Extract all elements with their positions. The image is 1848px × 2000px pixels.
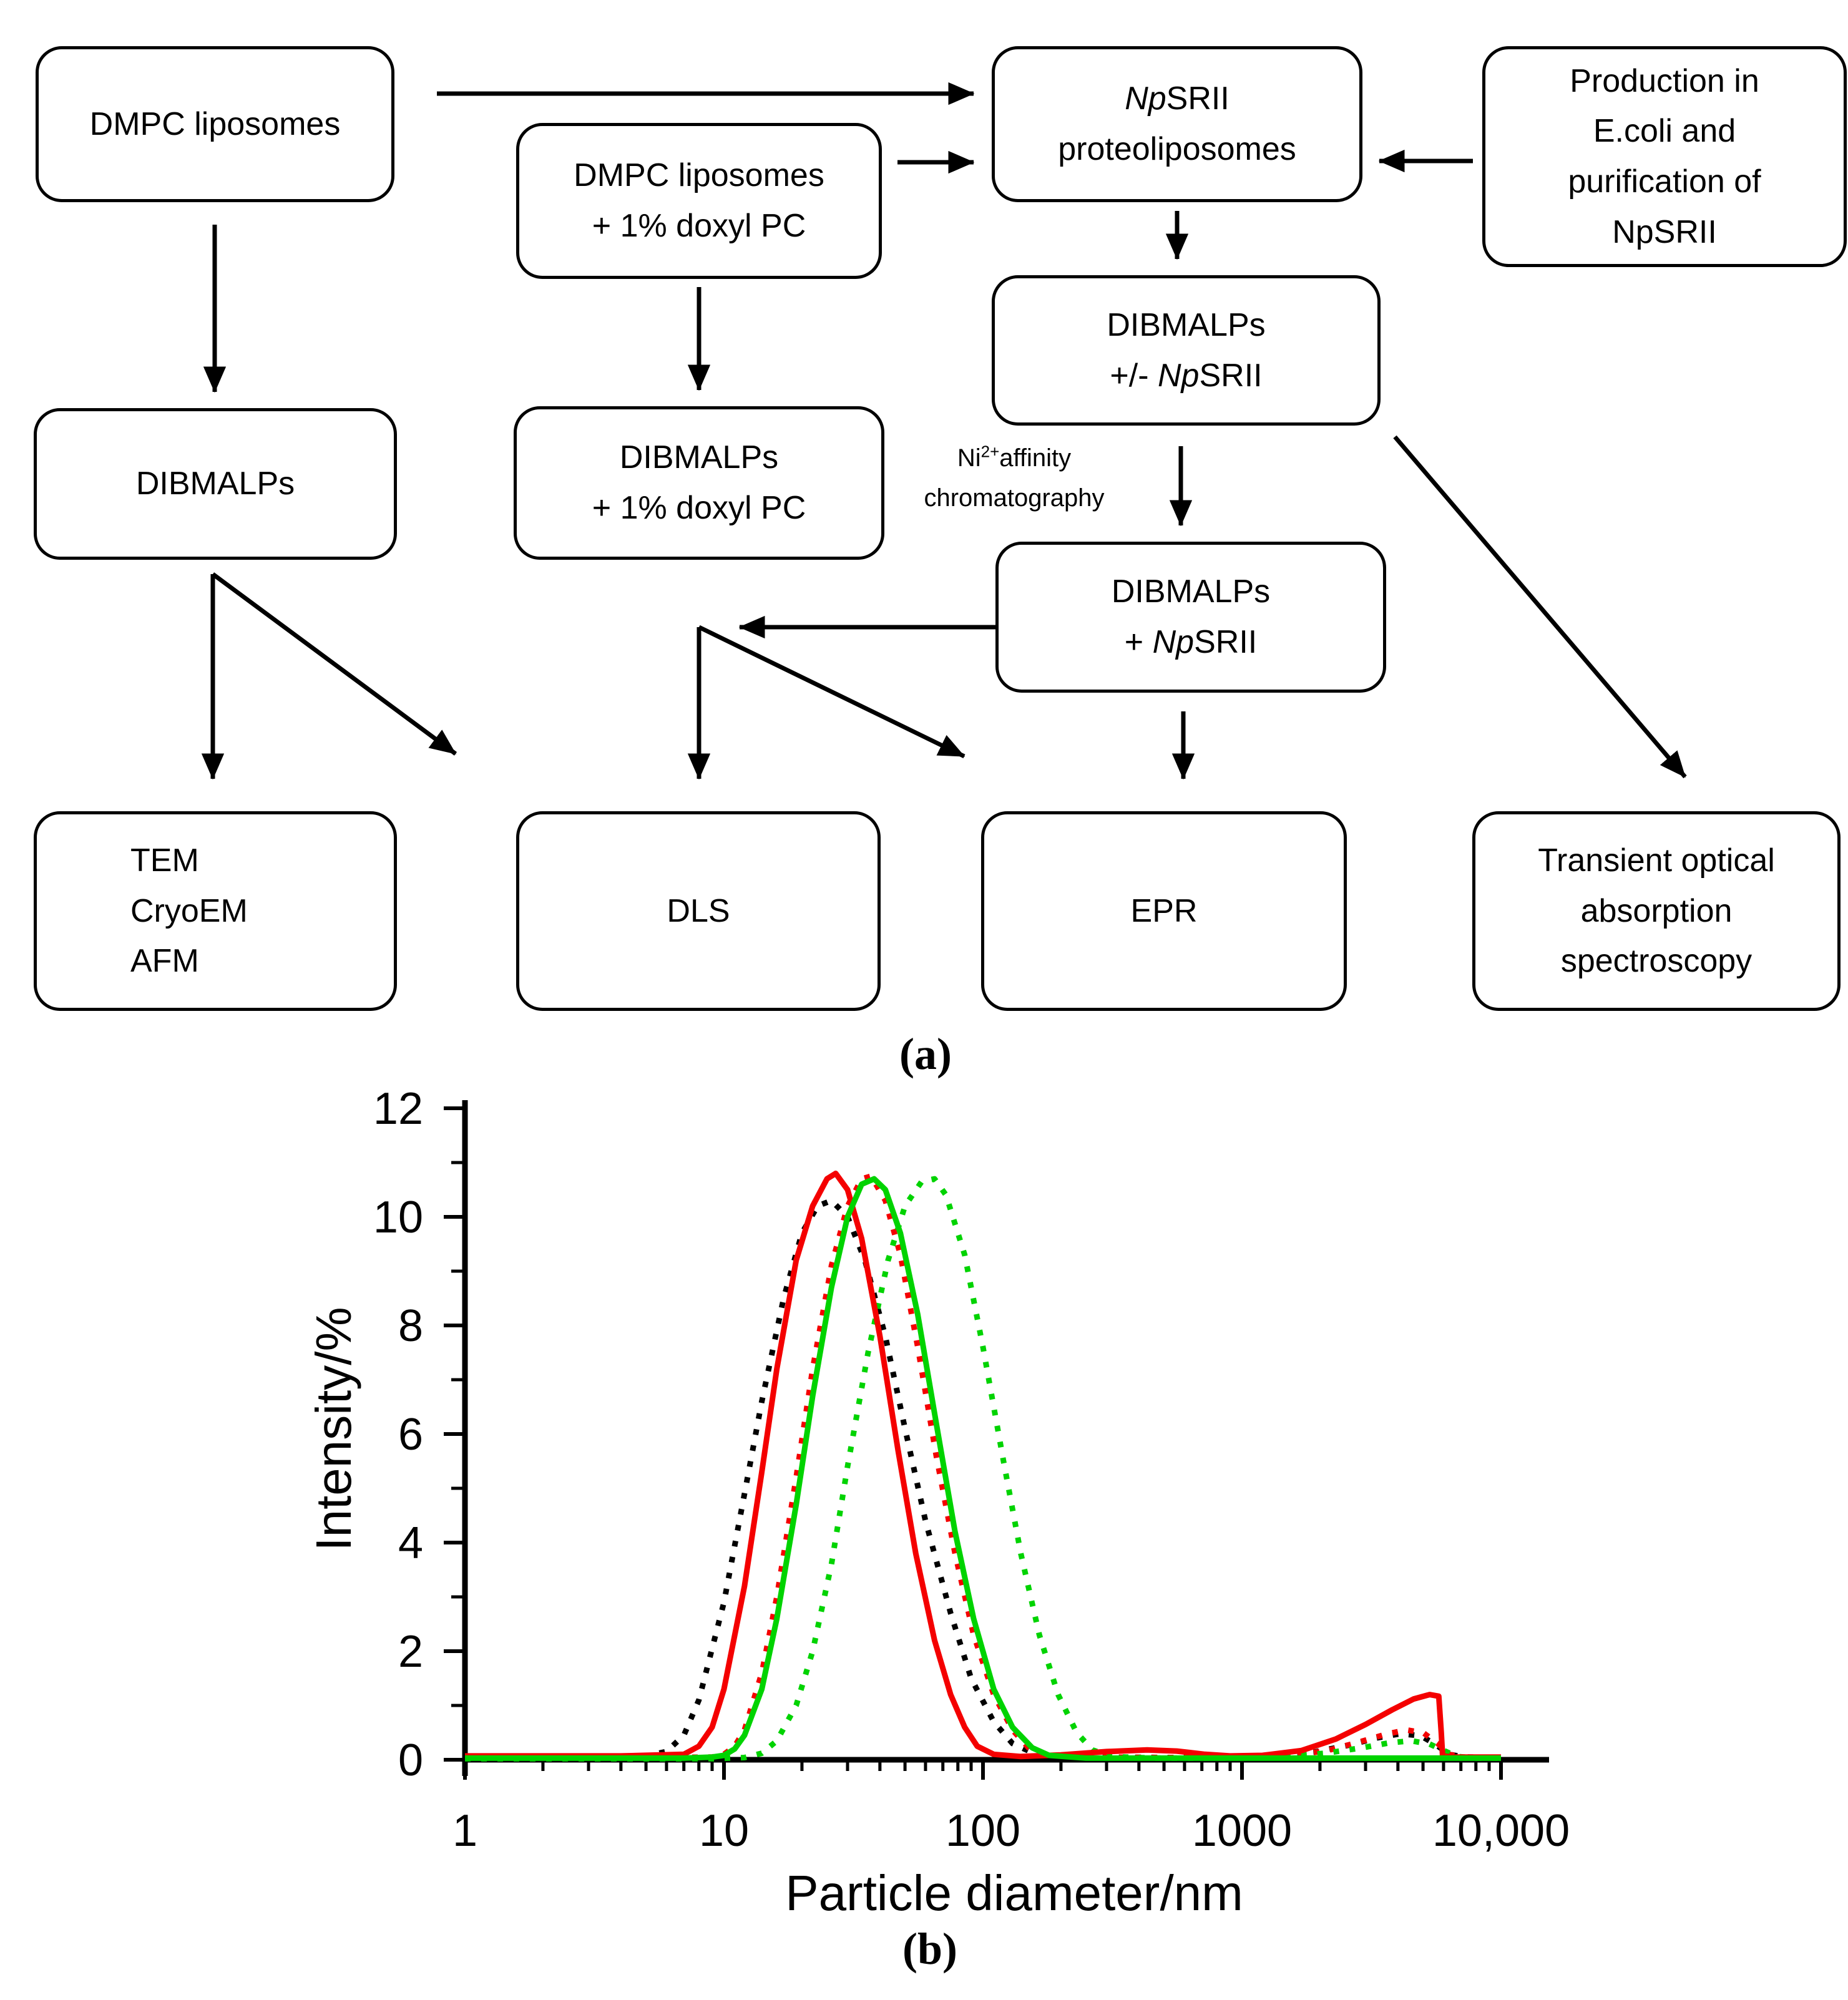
box-label-line: TEM [130, 842, 199, 879]
box-label-line: EPR [1130, 892, 1198, 929]
panel-a-label: (a) [899, 1029, 952, 1079]
box-dls: DLS [516, 811, 881, 1011]
y-tick-label: 10 [373, 1193, 423, 1242]
x-tick-label: 1 [452, 1806, 477, 1856]
box-tem-cryoem-afm: TEM CryoEM AFM [34, 811, 397, 1011]
box-label-line: DMPC liposomes [574, 157, 824, 194]
box-dmpc-liposomes: DMPC liposomes [36, 46, 394, 202]
chromatography-line: chromatography [924, 484, 1105, 512]
y-axis-title: Intensity/% [306, 1307, 361, 1551]
box-label-line: purification of [1568, 163, 1761, 200]
box-label-line: Transient optical [1538, 842, 1775, 879]
box-dibmalps-plus-npsrii: DIBMALPs + NpSRII [995, 542, 1386, 693]
y-tick-label: 6 [398, 1410, 423, 1460]
box-label-line: Production in [1570, 62, 1759, 99]
arrow-dibmalpspm-to-transient [1393, 435, 1687, 779]
box-production-purification: Production in E.coli and purification of Np… [1482, 46, 1847, 267]
y-tick-label: 0 [398, 1735, 423, 1785]
box-dibmalps-plus-minus-npsrii: DIBMALPs +/- NpSRII [992, 275, 1381, 426]
box-transient-optical: Transient optical absorption spectroscopy [1472, 811, 1841, 1011]
series-green-dashed [465, 1176, 1501, 1762]
y-tick-label: 4 [398, 1518, 423, 1568]
box-epr: EPR [981, 811, 1347, 1011]
box-label-line: proteoliposomes [1058, 131, 1296, 167]
series-red-solid [465, 1170, 1501, 1760]
box-label-line: + 1% doxyl PC [592, 490, 806, 526]
box-label-line: DLS [667, 892, 730, 929]
box-label-line: DIBMALPs [619, 439, 779, 476]
box-label-line: E.coli and [1593, 113, 1736, 150]
box-npsrii-proteoliposomes: NpSRII proteoliposomes [992, 46, 1362, 202]
ni-affinity-line: Ni2+affinity [957, 442, 1072, 472]
panel-b-label: (b) [902, 1924, 957, 1974]
arrow-dibmalps-to-dls [211, 572, 457, 756]
box-label-line: DIBMALPs [135, 466, 295, 502]
series-black-dashed [465, 1198, 1502, 1760]
box-label-line: + NpSRII [1124, 624, 1258, 660]
ni-affinity-chromatography-label: Ni2+affinity chromatography [861, 438, 1167, 518]
x-tick-label: 100 [946, 1806, 1020, 1856]
y-tick-label: 12 [373, 1084, 423, 1134]
box-dibmalps-doxyl: DIBMALPs + 1% doxyl PC [514, 406, 884, 560]
box-label-line: CryoEM [130, 892, 248, 929]
box-dibmalps: DIBMALPs [34, 408, 397, 560]
box-label-line: DIBMALPs [1107, 306, 1266, 343]
x-tick-label: 10,000 [1432, 1806, 1570, 1856]
box-label-line: NpSRII [1612, 213, 1717, 250]
y-tick-label: 8 [398, 1301, 423, 1351]
box-label-line: DIBMALPs [1111, 573, 1271, 610]
box-dmpc-liposomes-doxyl: DMPC liposomes + 1% doxyl PC [516, 123, 882, 279]
x-tick-label: 10 [699, 1806, 749, 1856]
series-red-dashed [465, 1173, 1501, 1760]
box-label-line: +/- NpSRII [1110, 357, 1263, 394]
series-green-solid [465, 1176, 1501, 1761]
box-label-line: DMPC liposomes [89, 105, 341, 142]
box-label-line: absorption [1580, 892, 1733, 929]
y-tick-label: 2 [398, 1627, 423, 1677]
box-label-line: + 1% doxyl PC [592, 208, 806, 244]
box-label-line: AFM [130, 943, 199, 980]
box-label-line: NpSRII [1125, 80, 1230, 117]
arrow-junction-to-epr [698, 625, 966, 759]
box-label-line: spectroscopy [1560, 943, 1753, 980]
x-tick-label: 1000 [1192, 1806, 1292, 1856]
flowchart-arrows [201, 82, 1687, 780]
x-axis-title: Particle diameter/nm [785, 1865, 1243, 1921]
